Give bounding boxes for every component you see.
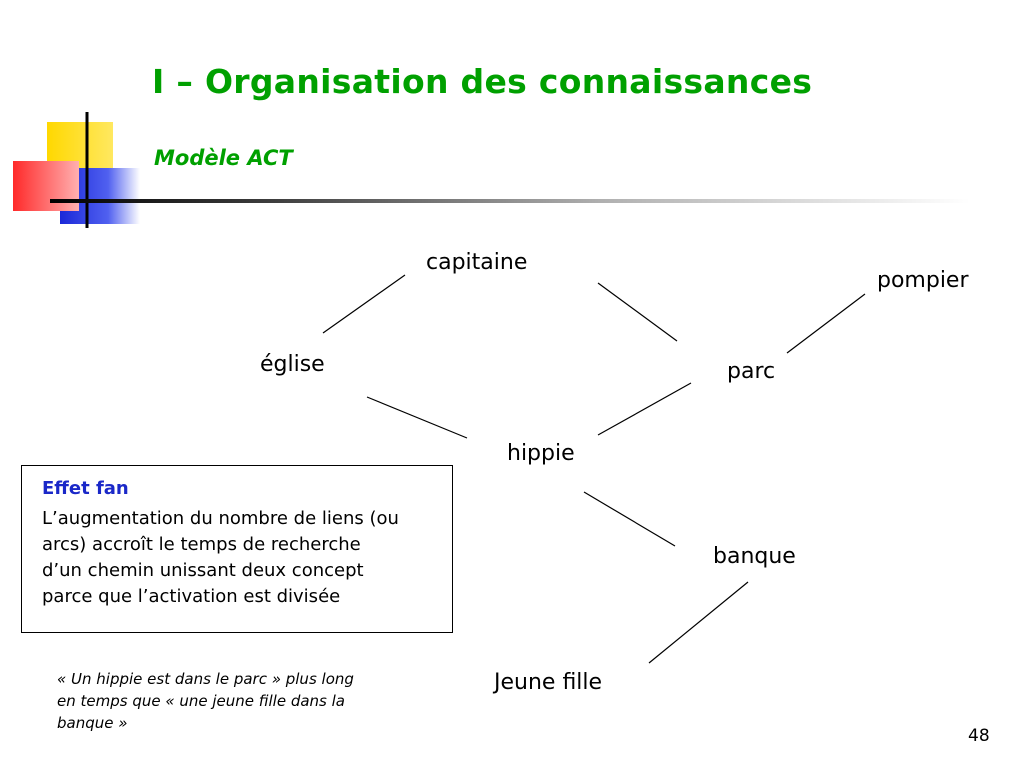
edge-hippie-banque — [583, 491, 676, 547]
slide-subtitle: Modèle ACT — [154, 146, 293, 170]
edge-pompier-parc — [786, 293, 866, 354]
page-number: 48 — [968, 726, 990, 746]
node-parc: parc — [727, 359, 776, 384]
edge-banque-jeune-fille — [648, 581, 749, 664]
example-note: « Un hippie est dans le parc » plus long… — [57, 668, 437, 734]
edge-parc-hippie — [597, 382, 692, 436]
node-jeune-fille: Jeune fille — [494, 670, 603, 695]
effet-fan-line: arcs) accroît le temps de recherche — [42, 534, 361, 555]
node-banque: banque — [713, 544, 796, 569]
effet-fan-line: parce que l’activation est divisée — [42, 586, 341, 607]
node-pompier: pompier — [877, 268, 969, 293]
note-line: banque » — [57, 714, 128, 732]
note-line: « Un hippie est dans le parc » plus long — [57, 670, 354, 688]
effet-fan-title: Effet fan — [42, 478, 129, 499]
slide-title: I – Organisation des connaissances — [152, 62, 813, 101]
edge-capitaine-eglise — [322, 274, 406, 334]
note-line: en temps que « une jeune fille dans la — [57, 692, 345, 710]
effet-fan-text: L’augmentation du nombre de liens (ou ar… — [42, 506, 452, 610]
effet-fan-line: L’augmentation du nombre de liens (ou — [42, 508, 399, 529]
node-hippie: hippie — [507, 441, 575, 466]
node-capitaine: capitaine — [426, 250, 528, 275]
edge-eglise-hippie — [366, 396, 468, 439]
effet-fan-line: d’un chemin unissant deux concept — [42, 560, 364, 581]
title-divider — [50, 199, 970, 203]
edge-capitaine-parc — [597, 282, 678, 342]
node-eglise: église — [260, 352, 325, 377]
effet-fan-box: Effet fan L’augmentation du nombre de li… — [21, 465, 453, 633]
